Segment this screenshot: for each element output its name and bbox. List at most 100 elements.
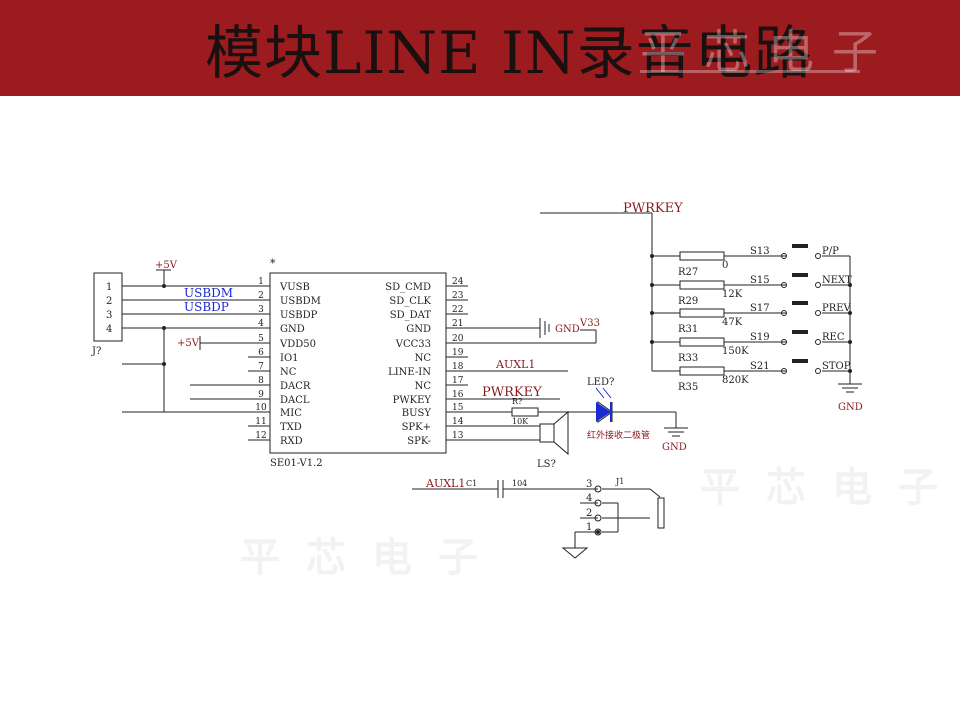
led-description: 红外接收二极管 bbox=[587, 429, 650, 441]
module-left-pin-number: 5 bbox=[258, 334, 264, 344]
module-right-pin-name: VCC33 bbox=[395, 339, 431, 350]
module-se01-body bbox=[269, 272, 447, 454]
button-function-label: STOP bbox=[822, 361, 851, 372]
slide-title: 模块LINE IN录音电路 bbox=[205, 19, 813, 87]
switch-s21-actuator bbox=[792, 359, 808, 363]
net-auxl1-jack: AUXL1 bbox=[425, 477, 465, 490]
gnd-chip-label: GND bbox=[555, 324, 580, 335]
module-right-pin-number: 15 bbox=[452, 403, 464, 413]
module-right-pin-name: SD_CMD bbox=[385, 282, 431, 293]
module-left-pin-number: 1 bbox=[258, 277, 264, 287]
module-left-pin-number: 6 bbox=[258, 348, 264, 358]
button-resistor-ref: R33 bbox=[678, 353, 698, 364]
module-right-pin-name: NC bbox=[415, 381, 432, 392]
module-right-pin-name: GND bbox=[406, 324, 431, 335]
module-left-pin-number: 7 bbox=[258, 362, 264, 372]
module-right-pin-number: 14 bbox=[452, 417, 464, 427]
jack-pin-4: 4 bbox=[586, 493, 592, 504]
module-right-pin-number: 13 bbox=[452, 431, 464, 441]
module-right-pin-name: NC bbox=[415, 353, 432, 364]
button-function-label: P/P bbox=[822, 246, 839, 257]
module-left-pin-name: DACR bbox=[280, 381, 311, 392]
module-right-pin-number: 23 bbox=[452, 291, 464, 301]
body-watermark-left: 平芯电子 bbox=[240, 535, 504, 581]
button-resistor-value: 12K bbox=[722, 289, 743, 300]
module-left-pin-name: VDD50 bbox=[279, 339, 316, 350]
button-function-label: REC bbox=[822, 332, 845, 343]
connector-pin-3: 3 bbox=[106, 310, 112, 321]
switch-s15-actuator bbox=[792, 273, 808, 277]
module-left-pin-name: NC bbox=[280, 367, 297, 378]
module-left-pin-name: DACL bbox=[280, 395, 310, 406]
button-switch-ref: S13 bbox=[750, 246, 770, 257]
resistor-r-ref: R? bbox=[512, 397, 522, 406]
jack-ref: J1 bbox=[615, 477, 624, 486]
module-right-pin-name: SD_CLK bbox=[389, 296, 431, 307]
title-banner: 模块LINE IN录音电路 平芯电子 bbox=[0, 0, 960, 96]
button-resistor-value: 820K bbox=[722, 375, 749, 386]
switch-s13-actuator bbox=[792, 244, 808, 248]
module-name: SE01-V1.2 bbox=[270, 458, 323, 469]
resistor-r-value: 10K bbox=[512, 417, 529, 426]
net-pwrkey-top: PWRKEY bbox=[623, 201, 683, 216]
speaker-ref: LS? bbox=[537, 459, 556, 470]
button-resistor-value: 150K bbox=[722, 346, 749, 357]
connector-pin-4: 4 bbox=[106, 324, 112, 335]
button-resistor-value: 0 bbox=[722, 260, 728, 271]
net-usbdm-label: USBDM bbox=[184, 286, 233, 300]
button-resistor-ref: R29 bbox=[678, 296, 698, 307]
module-left-pin-name: GND bbox=[280, 324, 305, 335]
led-emission-arrows bbox=[595, 387, 612, 399]
module-right-pin-number: 19 bbox=[452, 348, 464, 358]
module-left-pin-name: IO1 bbox=[280, 353, 299, 364]
led-ref: LED? bbox=[587, 377, 614, 388]
module-left-pin-number: 11 bbox=[255, 417, 266, 427]
button-switch-ref: S17 bbox=[750, 303, 770, 314]
module-left-pin-number: 9 bbox=[258, 390, 264, 400]
module-marker: * bbox=[270, 257, 276, 270]
button-function-label: NEXT bbox=[822, 275, 852, 286]
module-right-pin-number: 16 bbox=[452, 390, 464, 400]
net-usbdp-label: USBDP bbox=[184, 300, 229, 314]
module-left-pin-number: 4 bbox=[258, 319, 264, 329]
button-resistor-ref: R27 bbox=[678, 267, 698, 278]
led-triangle bbox=[596, 402, 611, 422]
connector-ref: J? bbox=[91, 346, 101, 357]
net-pwrkey-module: PWRKEY bbox=[482, 385, 542, 400]
button-switch-ref: S15 bbox=[750, 275, 770, 286]
module-right-pin-number: 22 bbox=[452, 305, 463, 315]
module-left-pin-number: 10 bbox=[255, 403, 267, 413]
module-left-pin-number: 2 bbox=[258, 291, 264, 301]
module-right-pin-name: BUSY bbox=[402, 408, 432, 419]
button-resistor-ref: R35 bbox=[678, 382, 698, 393]
connector-j-body bbox=[93, 272, 123, 342]
switch-s17-actuator bbox=[792, 301, 808, 305]
jack-pin-2: 2 bbox=[586, 508, 592, 519]
body-watermark-right: 平芯电子 bbox=[700, 465, 960, 511]
module-right-pin-name: SPK+ bbox=[402, 422, 431, 433]
button-resistor-ref: R31 bbox=[678, 324, 698, 335]
gnd-buttons-label: GND bbox=[838, 402, 863, 413]
module-left-pin-number: 12 bbox=[255, 431, 266, 441]
plus5v-top-label: +5V bbox=[155, 260, 178, 271]
module-right-pin-number: 17 bbox=[452, 376, 464, 386]
button-switch-ref: S21 bbox=[750, 361, 770, 372]
module-right-pin-number: 20 bbox=[452, 334, 464, 344]
module-left-pin-number: 3 bbox=[258, 305, 264, 315]
connector-pin-2: 2 bbox=[106, 296, 112, 307]
connector-pin-1: 1 bbox=[106, 282, 112, 293]
module-right-pin-number: 24 bbox=[452, 277, 464, 287]
module-right-pin-number: 21 bbox=[452, 319, 463, 329]
button-resistor-value: 47K bbox=[722, 317, 743, 328]
module-left-pin-name: RXD bbox=[280, 436, 303, 447]
module-left-pin-name: VUSB bbox=[279, 282, 310, 293]
cap-value: 104 bbox=[512, 479, 527, 488]
banner-watermark: 平芯电子 bbox=[640, 25, 896, 79]
switch-s19-actuator bbox=[792, 330, 808, 334]
button-switch-ref: S19 bbox=[750, 332, 770, 343]
net-auxl1-module: AUXL1 bbox=[495, 358, 535, 371]
module-left-pin-name: TXD bbox=[280, 422, 302, 433]
module-right-pin-name: SD_DAT bbox=[390, 310, 432, 321]
module-right-pin-name: PWKEY bbox=[393, 395, 432, 406]
